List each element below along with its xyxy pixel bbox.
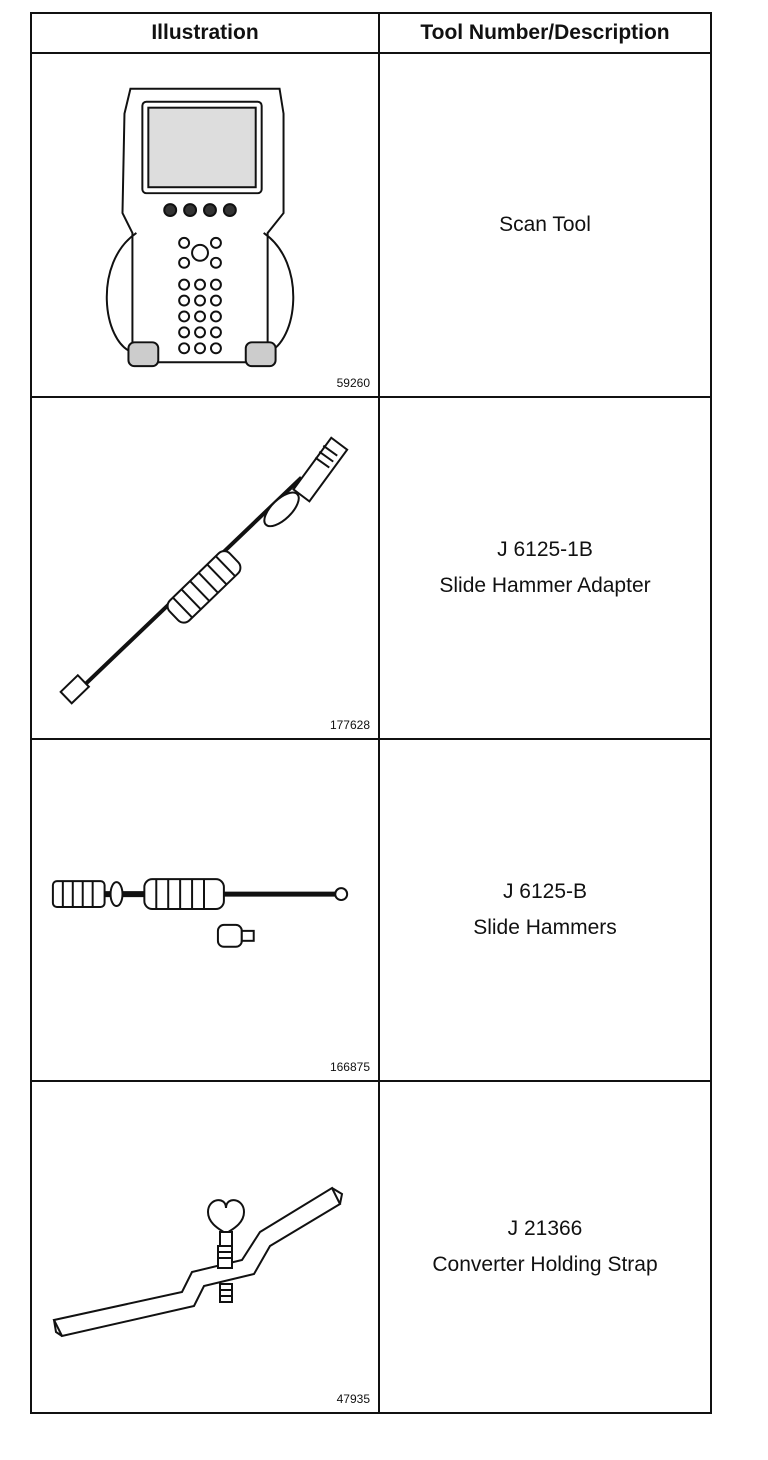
figure-number: 47935: [336, 1392, 370, 1406]
description-cell: J 6125-1B Slide Hammer Adapter: [380, 398, 710, 738]
illustration-cell: 177628: [32, 398, 378, 738]
figure-number: 59260: [336, 376, 370, 390]
scan-tool-icon: [105, 87, 295, 368]
tool-number: J 6125-B: [502, 880, 588, 903]
illustration-cell: 47935: [32, 1082, 378, 1412]
table-row: 59260 Scan Tool: [32, 54, 710, 398]
description-cell: J 6125-B Slide Hammers: [380, 740, 710, 1080]
converter-holding-strap-icon: [52, 1186, 344, 1338]
figure-number: 177628: [329, 718, 370, 732]
header-tool-number-description: Tool Number/Description: [420, 21, 670, 44]
tool-number: J 21366: [507, 1217, 583, 1240]
slide-hammer-adapter-icon: [59, 436, 349, 705]
figure-number: 166875: [329, 1060, 370, 1074]
column-divider: [378, 14, 380, 1412]
illustration-cell: 166875: [32, 740, 378, 1080]
description-cell: J 21366 Converter Holding Strap: [380, 1082, 710, 1412]
tool-number: J 6125-1B: [497, 538, 593, 561]
table-row: 177628 J 6125-1B Slide Hammer Adapter: [32, 398, 710, 740]
tool-description: Slide Hammer Adapter: [439, 574, 651, 597]
tool-table: Illustration Tool Number/Description: [30, 12, 712, 1414]
header-illustration: Illustration: [151, 21, 259, 44]
illustration-cell: 59260: [32, 54, 378, 396]
description-cell: Scan Tool: [380, 54, 710, 396]
tool-description: Converter Holding Strap: [432, 1253, 658, 1276]
slide-hammers-icon: [51, 878, 349, 948]
table-row: 47935 J 21366 Converter Holding Strap: [32, 1082, 710, 1412]
table-row: 166875 J 6125-B Slide Hammers: [32, 740, 710, 1082]
tool-description: Slide Hammers: [473, 916, 617, 939]
tool-description: Scan Tool: [499, 213, 591, 236]
table-header: Illustration Tool Number/Description: [32, 14, 710, 54]
